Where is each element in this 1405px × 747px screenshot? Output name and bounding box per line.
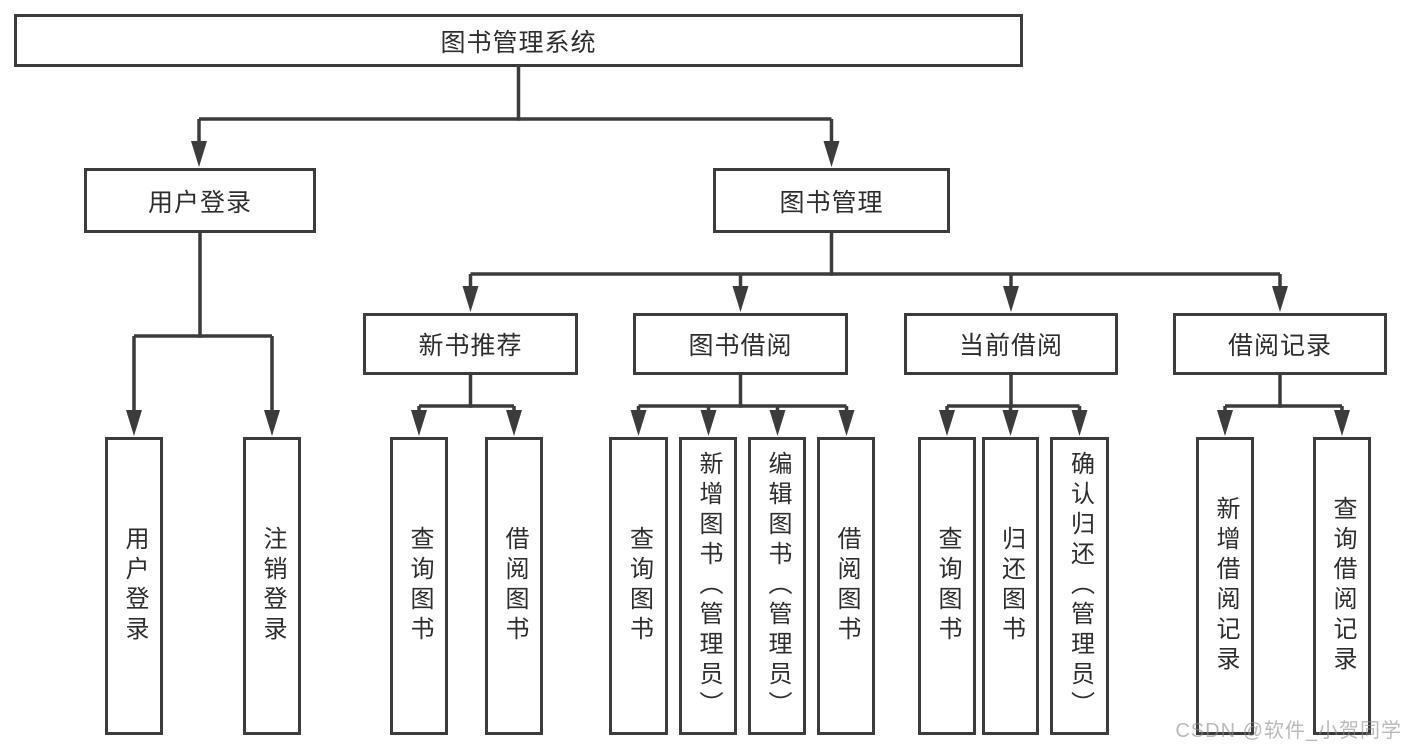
leaf-label: 查询图书 <box>625 526 653 646</box>
leaf-label: 新增图书（管理员） <box>695 451 722 721</box>
leaf-label: 查询借阅记录 <box>1329 496 1356 676</box>
node-book-management: 图书管理 <box>713 168 950 233</box>
leaf-label: 新增借阅记录 <box>1212 496 1239 676</box>
leaf-query-books-2: 查询图书 <box>609 437 668 735</box>
leaf-label: 注销登录 <box>259 526 286 646</box>
leaf-user-login: 用户登录 <box>105 437 163 735</box>
node-user-login: 用户登录 <box>84 168 316 233</box>
leaf-add-borrow-record: 新增借阅记录 <box>1196 437 1254 735</box>
leaf-label: 借阅图书 <box>501 526 528 646</box>
leaf-confirm-return-admin: 确认归还（管理员） <box>1050 437 1109 735</box>
leaf-query-books-1: 查询图书 <box>390 437 448 735</box>
leaf-borrow-books-1: 借阅图书 <box>485 437 543 735</box>
leaf-add-books-admin: 新增图书（管理员） <box>679 437 737 735</box>
leaf-logout: 注销登录 <box>243 437 301 735</box>
leaf-label: 借阅图书 <box>833 526 860 646</box>
leaf-label: 查询图书 <box>934 526 961 646</box>
leaf-query-books-3: 查询图书 <box>918 437 976 735</box>
leaf-borrow-books-2: 借阅图书 <box>817 437 875 735</box>
node-root: 图书管理系统 <box>14 14 1023 67</box>
node-borrow-records: 借阅记录 <box>1173 313 1387 375</box>
node-book-borrow: 图书借阅 <box>633 313 848 375</box>
leaf-label: 用户登录 <box>121 526 148 646</box>
leaf-label: 确认归还（管理员） <box>1066 451 1094 721</box>
leaf-label: 编辑图书（管理员） <box>764 451 791 721</box>
leaf-label: 查询图书 <box>406 526 433 646</box>
leaf-label: 归还图书 <box>997 526 1025 646</box>
csdn-watermark: CSDN @软件_小贺同学 <box>1175 720 1402 742</box>
leaf-return-books: 归还图书 <box>982 437 1039 735</box>
leaf-query-borrow-record: 查询借阅记录 <box>1313 437 1371 735</box>
leaf-edit-books-admin: 编辑图书（管理员） <box>748 437 806 735</box>
node-new-book-recommend: 新书推荐 <box>363 313 578 375</box>
node-current-borrow: 当前借阅 <box>904 313 1118 375</box>
